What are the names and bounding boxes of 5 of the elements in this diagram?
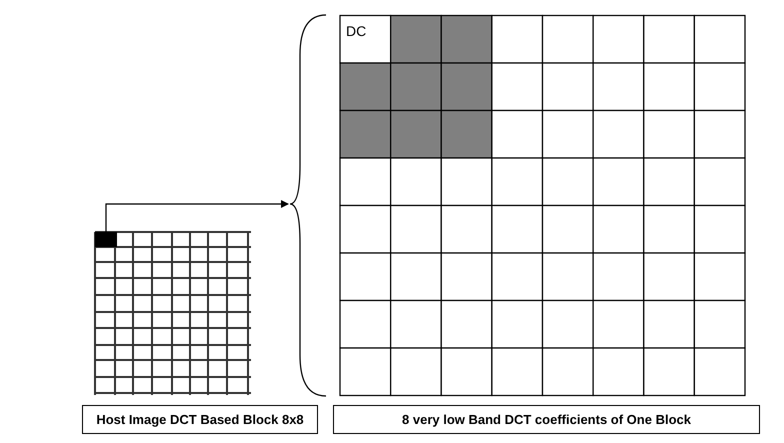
selected-block — [95, 232, 117, 247]
cell-label: DC — [340, 15, 391, 63]
caption-box: Host Image DCT Based Block 8x8 — [82, 405, 318, 434]
caption-box: 8 very low Band DCT coefficients of One Block — [333, 405, 760, 434]
arrow — [105, 200, 289, 232]
